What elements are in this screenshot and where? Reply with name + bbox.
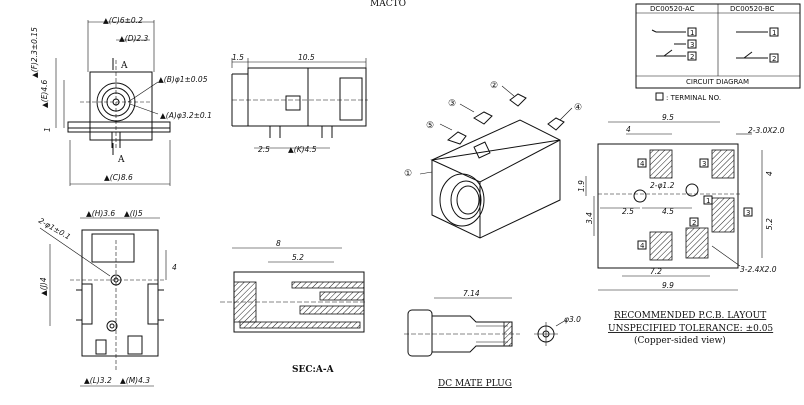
iso-callout-5: ⑤ (426, 121, 434, 131)
dim-front-c8: ▲(C)8.6 (104, 173, 133, 182)
dim-front-f: ▲(F)2.3±0.15 (30, 27, 39, 78)
section-marker-top: A (120, 61, 128, 71)
dim-section-5-2: 5.2 (292, 253, 304, 262)
iso-callout-3: ③ (448, 99, 456, 109)
dim-pcb-pads-top: 2-3.0X2.0 (748, 126, 785, 135)
pcb-pad-num-2: 2 (692, 219, 696, 227)
pad-2-bottom (685, 227, 709, 259)
iso-body (431, 119, 561, 239)
dim-pcb-4-top: 4 (626, 125, 631, 134)
front-body (89, 71, 153, 141)
pcb-pad-num-4b: 4 (640, 242, 645, 250)
iso-callout-1: ① (404, 169, 412, 179)
pad-3-right (711, 197, 735, 233)
iso-view: ① ② ③ ④ ⑤ (404, 81, 582, 239)
circuit-header-bc: DC00520-BC (730, 5, 775, 13)
dim-section-8: 8 (276, 239, 281, 248)
dim-front-one: 1 (43, 127, 52, 132)
dim-plug-length: 7.14 (463, 289, 480, 298)
pcb-pad-num-1: 1 (706, 197, 710, 205)
dim-pcb-9-5: 9.5 (662, 113, 674, 122)
dim-pcb-pads-bottom: 3-2.4X2.0 (740, 265, 777, 274)
dim-pcb-1-9: 1.9 (577, 180, 586, 192)
pcb-note-view: (Copper-sided view) (634, 335, 726, 346)
pcb-outline (597, 143, 739, 269)
terminal-legend-box (655, 92, 664, 101)
dim-bottom-m: ▲(M)4.3 (120, 376, 150, 385)
dim-side-10-5: 10.5 (298, 53, 315, 62)
ac-terminal-1: 1 (690, 29, 694, 37)
section-caption: SEC:A-A (292, 365, 335, 375)
dim-side-2-5: 2.5 (258, 145, 270, 154)
circuit-header-ac: DC00520-AC (650, 5, 695, 13)
side-body (247, 67, 367, 127)
dim-pcb-7-2: 7.2 (650, 267, 662, 276)
pcb-pad-num-3b: 3 (746, 209, 750, 217)
section-marker-bottom: A (117, 155, 125, 165)
dim-side-k: ▲(K)4.5 (288, 145, 317, 154)
pad-3-top (711, 149, 735, 179)
terminal-note: : TERMINAL NO. (666, 94, 721, 102)
dim-front-a: ▲(A)φ3.2±0.1 (160, 111, 212, 120)
dim-pcb-5-2: 5.2 (765, 218, 774, 230)
dim-bottom-j: ▲(J)4 (39, 277, 48, 296)
dc-mate-plug: 7.14 φ3.0 DC MATE PLUG (404, 289, 581, 389)
pcb-note-tolerance: UNSPECIFIED TOLERANCE: ±0.05 (608, 324, 773, 334)
dim-pcb-9-9: 9.9 (662, 281, 674, 290)
ac-terminal-2: 2 (690, 53, 694, 61)
iso-callout-2: ② (490, 81, 498, 91)
bc-terminal-2: 2 (772, 55, 776, 63)
front-view: ▲(C)6±0.2 ▲(D)2.3 ▲(B)φ1±0.05 ▲(A)φ3.2±0… (30, 16, 212, 186)
dim-bottom-holes: 2-φ1±0.1 (37, 216, 72, 242)
pcb-pad-num-4a: 4 (640, 160, 645, 168)
pcb-layout: 4 3 1 3 4 2 9.5 4 2-3.0X2.0 1.9 2-φ1.2 3… (577, 113, 785, 346)
dim-pcb-holes: 2-φ1.2 (650, 181, 675, 190)
dim-pcb-4-right: 4 (765, 171, 774, 176)
dim-pcb-4-5: 4.5 (662, 207, 674, 216)
bottom-view: ▲(H)3.6 ▲(I)5 2-φ1±0.1 ▲(J)4 4 ▲(L)3.2 ▲… (37, 209, 177, 387)
dim-front-b: ▲(B)φ1±0.05 (158, 75, 208, 84)
section-view: 8 5.2 SEC:A-A (220, 239, 366, 375)
dim-front-e: ▲(E)4.6 (40, 79, 49, 108)
pad-4-top (649, 149, 673, 179)
dim-pcb-3-4: 3.4 (585, 212, 594, 224)
iso-callout-4: ④ (574, 103, 582, 113)
dim-plug-dia: φ3.0 (564, 315, 581, 324)
dim-bottom-i: ▲(I)5 (124, 209, 143, 218)
bc-terminal-1: 1 (772, 29, 776, 37)
dim-bottom-4: 4 (172, 263, 177, 272)
pcb-note-title: RECOMMENDED P.C.B. LAYOUT (614, 311, 766, 321)
side-view: 1.5 10.5 2.5 ▲(K)4.5 (231, 53, 368, 154)
ac-terminal-3: 3 (690, 41, 694, 49)
bottom-body (81, 229, 159, 357)
dim-pcb-2-5: 2.5 (622, 207, 634, 216)
dim-bottom-l: ▲(L)3.2 (84, 376, 112, 385)
circuit-caption: CIRCUIT DIAGRAM (686, 78, 749, 86)
plug-body (407, 309, 433, 357)
dim-front-c6: ▲(C)6±0.2 (103, 16, 143, 25)
pad-4-bottom (649, 231, 673, 261)
dim-bottom-h: ▲(H)3.6 (86, 209, 115, 218)
plug-caption: DC MATE PLUG (438, 379, 512, 389)
circuit-diagram: DC00520-AC DC00520-BC CIRCUIT DIAGRAM 1 … (635, 3, 801, 102)
dim-side-1-5: 1.5 (232, 53, 244, 62)
top-title: MACTO (370, 0, 406, 9)
pcb-pad-num-3a: 3 (702, 160, 706, 168)
dim-front-d: ▲(D)2.3 (119, 34, 149, 43)
